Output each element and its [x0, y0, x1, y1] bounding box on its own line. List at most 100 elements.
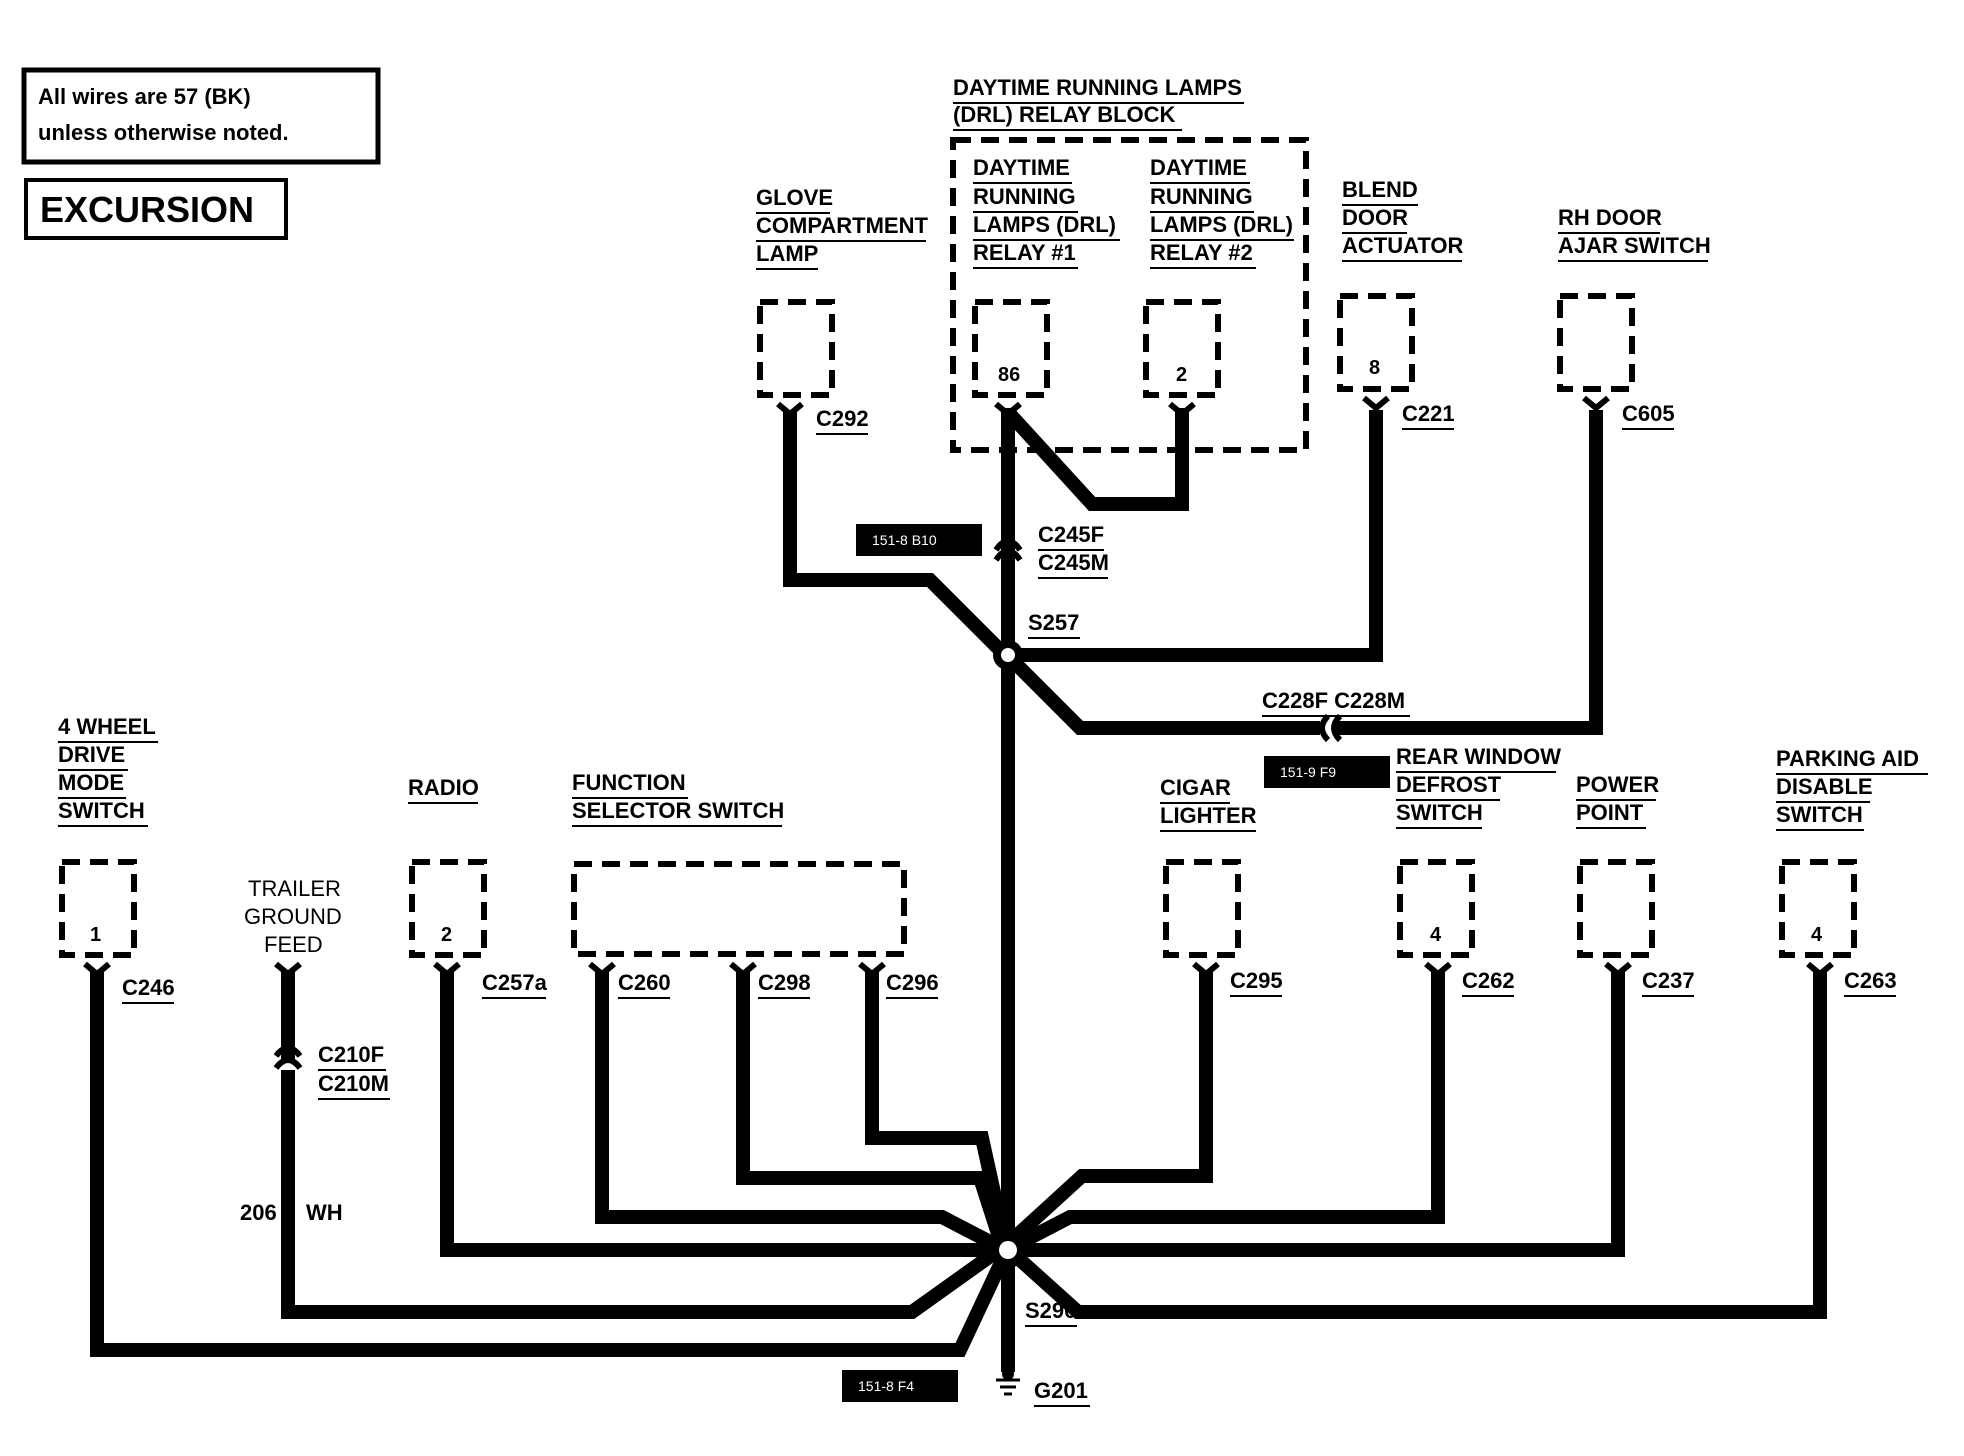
svg-text:GROUND: GROUND	[244, 904, 342, 929]
splice-s257: S257	[993, 610, 1080, 670]
svg-text:151-9 F9: 151-9 F9	[1280, 764, 1336, 780]
svg-text:COMPARTMENT: COMPARTMENT	[756, 213, 928, 238]
splice-s290: S290	[990, 1232, 1077, 1327]
drl-title-1: DAYTIME RUNNING LAMPS	[953, 75, 1242, 100]
svg-text:C210F: C210F	[318, 1042, 384, 1067]
svg-text:151-8 F4: 151-8 F4	[858, 1378, 914, 1394]
svg-text:C295: C295	[1230, 968, 1283, 993]
c605-label: C605	[1622, 401, 1675, 426]
wire-rearwin	[1014, 972, 1445, 1251]
svg-text:RELAY #1: RELAY #1	[973, 240, 1076, 265]
blend-door-actuator: BLEND DOOR ACTUATOR 8 C221	[1337, 177, 1464, 430]
pin-terminal-icon	[994, 401, 1022, 418]
pin-terminal-icon	[433, 961, 461, 978]
c292-label: C292	[816, 406, 869, 431]
wire-c296	[865, 972, 1011, 1240]
pin-terminal-icon	[1362, 395, 1390, 412]
trailer-ground-feed: TRAILER GROUND FEED	[244, 876, 342, 978]
svg-text:2: 2	[441, 924, 452, 946]
svg-text:POWER: POWER	[1576, 772, 1659, 797]
svg-text:POINT: POINT	[1576, 800, 1644, 825]
pin-terminal-icon	[1192, 961, 1220, 978]
wire-relay2	[1002, 407, 1189, 511]
note-line-2: unless otherwise noted.	[38, 120, 289, 145]
wire-radio	[440, 972, 998, 1257]
svg-text:RUNNING: RUNNING	[973, 184, 1076, 209]
svg-text:LIGHTER: LIGHTER	[1160, 803, 1257, 828]
svg-text:C296: C296	[886, 970, 939, 995]
svg-text:C260: C260	[618, 970, 671, 995]
svg-text:C262: C262	[1462, 968, 1515, 993]
pin-terminal-icon	[588, 961, 616, 978]
svg-text:LAMPS (DRL): LAMPS (DRL)	[1150, 212, 1293, 237]
pin-terminal-icon	[858, 961, 886, 978]
wire-c260	[595, 972, 998, 1251]
svg-text:C210M: C210M	[318, 1071, 389, 1096]
pin-terminal-icon	[83, 961, 111, 978]
svg-text:4 WHEEL: 4 WHEEL	[58, 714, 156, 739]
svg-text:GLOVE: GLOVE	[756, 185, 833, 210]
ground-g201: G201	[996, 1368, 1090, 1407]
wire-blend	[1008, 410, 1383, 662]
svg-text:C237: C237	[1642, 968, 1695, 993]
svg-text:DISABLE: DISABLE	[1776, 774, 1873, 799]
ref-tag-2: 151-9 F9	[1264, 756, 1390, 788]
svg-text:DEFROST: DEFROST	[1396, 772, 1502, 797]
function-selector-switch: FUNCTION SELECTOR SWITCH C260 C298 C296	[571, 770, 939, 999]
svg-text:RELAY #2: RELAY #2	[1150, 240, 1253, 265]
four-wheel-drive-mode-switch: 4 WHEEL DRIVE MODE SWITCH 1 C246	[58, 714, 175, 1004]
svg-text:TRAILER: TRAILER	[248, 876, 341, 901]
glove-compartment-lamp: GLOVE COMPARTMENT LAMP C292	[756, 185, 928, 435]
pin-terminal-icon	[729, 961, 757, 978]
radio: RADIO 2 C257a	[408, 775, 548, 999]
svg-text:SWITCH: SWITCH	[1776, 802, 1863, 827]
svg-text:CIGAR: CIGAR	[1160, 775, 1231, 800]
wire-rhdoor-b	[1336, 410, 1603, 735]
pin-terminal-icon	[1604, 961, 1632, 978]
ref-tag-1: 151-8 B10	[856, 524, 982, 556]
svg-text:1: 1	[90, 924, 101, 946]
svg-text:ACTUATOR: ACTUATOR	[1342, 233, 1464, 258]
c221-label: C221	[1402, 401, 1455, 426]
rh-door-ajar-switch: RH DOOR AJAR SWITCH C605	[1557, 205, 1711, 430]
svg-text:PARKING AID: PARKING AID	[1776, 746, 1919, 771]
svg-text:8: 8	[1369, 357, 1380, 379]
svg-text:REAR WINDOW: REAR WINDOW	[1396, 744, 1561, 769]
g201-label: G201	[1034, 1378, 1088, 1403]
svg-text:C246: C246	[122, 975, 175, 1000]
svg-text:SELECTOR SWITCH: SELECTOR SWITCH	[572, 798, 784, 823]
pin-terminal-icon	[1424, 961, 1452, 978]
power-point: POWER POINT C237	[1576, 772, 1695, 997]
model-box: EXCURSION	[24, 178, 288, 240]
wire-trailer-b	[281, 1070, 1001, 1319]
svg-text:C257a: C257a	[482, 970, 548, 995]
pin-terminal-icon	[274, 961, 302, 978]
svg-text:C245M: C245M	[1038, 550, 1109, 575]
svg-text:C245F: C245F	[1038, 522, 1104, 547]
wire-power	[1018, 972, 1625, 1257]
svg-text:SWITCH: SWITCH	[58, 798, 145, 823]
wire-206-color: WH	[306, 1200, 343, 1225]
svg-text:LAMP: LAMP	[756, 241, 818, 266]
rear-window-defrost-switch: REAR WINDOW DEFROST SWITCH 4 C262	[1396, 744, 1561, 997]
svg-text:4: 4	[1430, 924, 1442, 946]
ref-tag-3: 151-8 F4	[842, 1370, 958, 1402]
svg-text:C298: C298	[758, 970, 811, 995]
cigar-lighter: CIGAR LIGHTER C295	[1160, 775, 1283, 997]
svg-text:AJAR SWITCH: AJAR SWITCH	[1558, 233, 1711, 258]
wire-rhdoor-a	[1009, 657, 1320, 735]
note-line-1: All wires are 57 (BK)	[38, 84, 251, 109]
svg-text:SWITCH: SWITCH	[1396, 800, 1483, 825]
wire-fwd	[90, 972, 1013, 1357]
svg-text:LAMPS (DRL): LAMPS (DRL)	[973, 212, 1116, 237]
svg-text:DOOR: DOOR	[1342, 205, 1408, 230]
svg-text:MODE: MODE	[58, 770, 124, 795]
wires	[90, 407, 1827, 1372]
pin-terminal-icon	[1582, 395, 1610, 412]
svg-text:151-8 B10: 151-8 B10	[872, 532, 937, 548]
wire-206-circuit: 206	[240, 1200, 277, 1225]
wire-glove	[783, 410, 1005, 655]
wire-cigar	[1009, 972, 1213, 1244]
drl-title-2: (DRL) RELAY BLOCK	[953, 102, 1176, 127]
